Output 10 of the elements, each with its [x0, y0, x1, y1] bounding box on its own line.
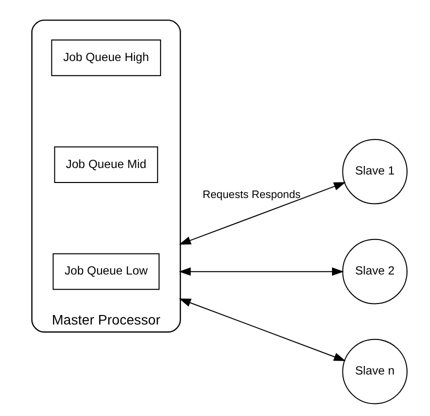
node-box: Job Queue High [50, 39, 161, 76]
arrow [178, 182, 346, 245]
node-circle: Slave 1 [342, 138, 408, 204]
node-circle: Slave 2 [342, 238, 408, 304]
arrow [178, 298, 346, 362]
node-box: Job Queue Low [52, 253, 160, 290]
arrow [178, 267, 344, 276]
edge-label: Requests Responds [202, 189, 300, 202]
node-box: Job Queue Mid [54, 146, 158, 183]
node-circle: Slave n [342, 338, 408, 404]
